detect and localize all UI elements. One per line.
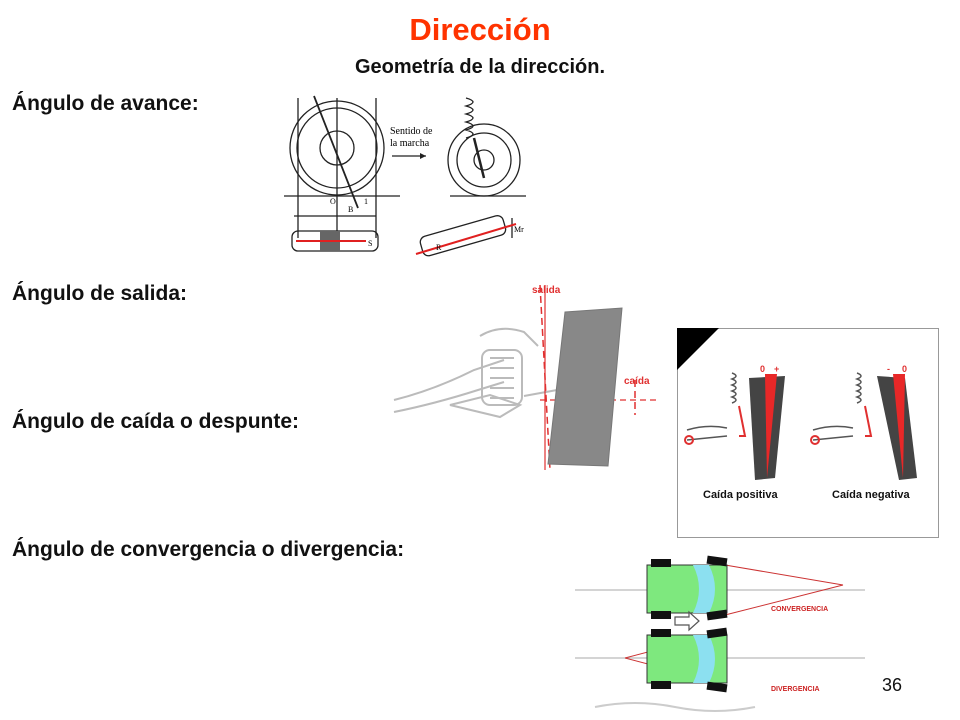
camber-positive-zero: 0 <box>760 364 765 374</box>
caster-label-s: S <box>368 239 372 248</box>
caida-label: caída <box>624 376 650 387</box>
caster-label-b: B <box>348 205 353 214</box>
toe-in-label: CONVERGENCIA <box>771 606 828 613</box>
label-salida: Ángulo de salida: <box>12 282 188 305</box>
camber-positive-caption: Caída positiva <box>703 489 778 501</box>
caster-label-1: 1 <box>364 197 368 206</box>
kingpin-camber-diagram: salida caída <box>393 284 658 471</box>
label-convergencia: Ángulo de convergencia o divergencia: <box>12 538 405 561</box>
camber-negative-minus: - <box>887 364 890 374</box>
toe-out-label: DIVERGENCIA <box>771 686 820 693</box>
label-avance: Ángulo de avance: <box>12 92 199 115</box>
camber-negative-caption: Caída negativa <box>832 489 911 501</box>
toe-diagram: CONVERGENCIA DIVERGENCIA <box>575 555 865 712</box>
caster-label-r: R <box>436 243 442 252</box>
page-title: Dirección <box>409 12 551 47</box>
caster-direction-line1: Sentido de <box>390 126 433 137</box>
caster-label-mr: Mr <box>514 225 524 234</box>
camber-comparison-diagram: 0 + - 0 Caída positiva Caída negativa <box>677 328 939 538</box>
page-subtitle: Geometría de la dirección. <box>354 56 606 78</box>
caster-direction-line2: la marcha <box>390 138 430 149</box>
label-caida: Ángulo de caída o despunte: <box>12 410 300 433</box>
caster-label-o: O <box>330 197 336 206</box>
page-number: 36 <box>882 675 903 695</box>
salida-label: salida <box>532 285 561 296</box>
camber-negative-zero: 0 <box>902 364 907 374</box>
caster-diagram: Sentido de la marcha O B 1 S R Mr <box>284 95 526 257</box>
camber-positive-plus: + <box>774 364 779 374</box>
